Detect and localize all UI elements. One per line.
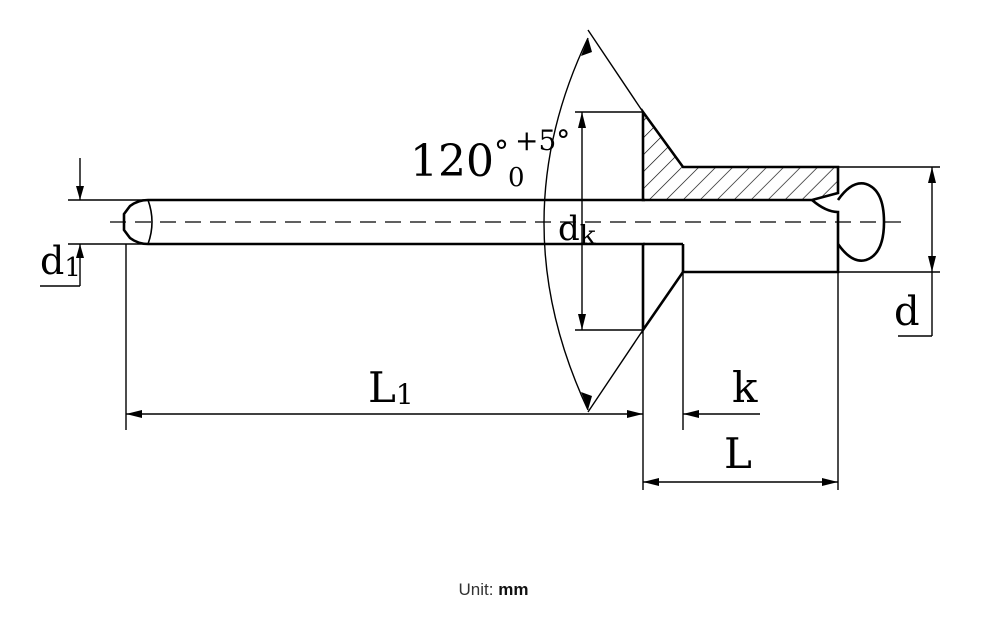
angle-tolerance-lower: 0 bbox=[508, 163, 525, 193]
dk-label: dk bbox=[558, 209, 596, 251]
angle-label: 120° bbox=[410, 135, 509, 187]
unit-prefix: Unit: bbox=[458, 580, 499, 599]
angle-tolerance-upper: +5° bbox=[515, 124, 570, 157]
L1-dimension bbox=[125, 244, 644, 490]
dk-dimension bbox=[575, 111, 643, 331]
L-dimension bbox=[643, 272, 839, 490]
d-dimension bbox=[838, 166, 940, 337]
d-label: d bbox=[894, 289, 920, 335]
k-label: k bbox=[732, 363, 758, 412]
angle-dimension bbox=[543, 29, 644, 413]
k-dimension bbox=[682, 272, 760, 430]
L1-label: L1 bbox=[368, 363, 414, 412]
d1-label: d1 bbox=[40, 239, 81, 283]
unit-value: mm bbox=[498, 580, 529, 599]
rivet-head-section bbox=[641, 108, 840, 202]
unit-caption: Unit: mm bbox=[0, 580, 987, 600]
rivet-body bbox=[641, 232, 840, 335]
L-label: L bbox=[724, 429, 752, 478]
d1-dimension bbox=[40, 158, 148, 287]
mandrel bbox=[122, 198, 645, 246]
mandrel-head bbox=[811, 182, 886, 262]
